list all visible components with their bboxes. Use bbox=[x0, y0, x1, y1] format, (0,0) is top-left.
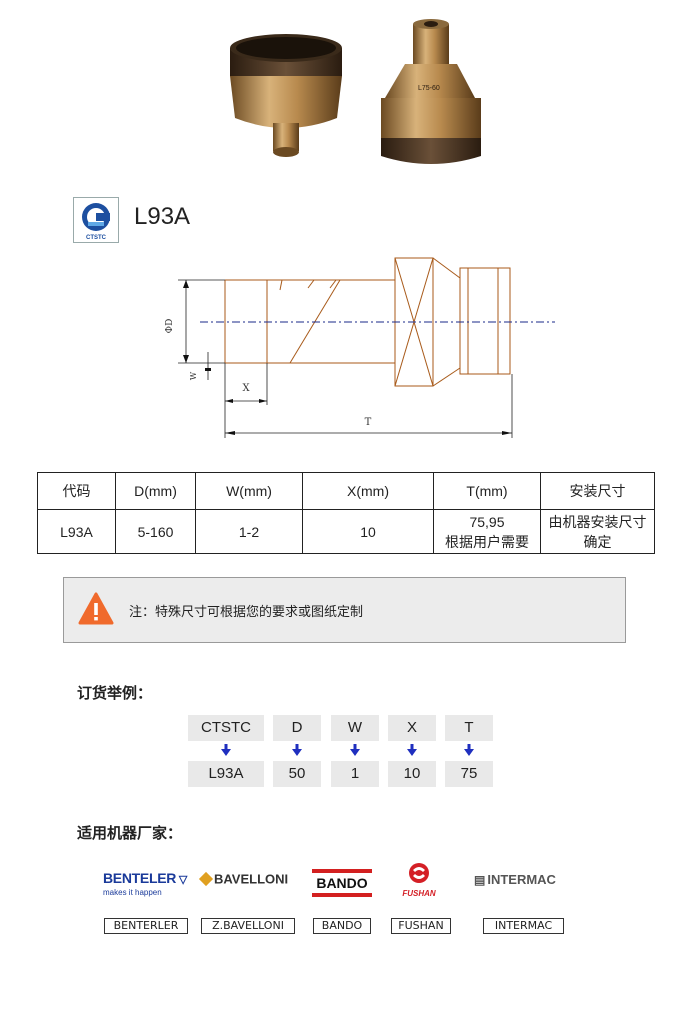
spec-cell-t: 75,95 根据用户需要 bbox=[433, 509, 541, 554]
intermac-logo-text: INTERMAC bbox=[487, 872, 556, 887]
down-arrow-icon bbox=[350, 744, 360, 756]
technical-drawing: ΦD W X T bbox=[165, 257, 555, 438]
spec-cell-x: 10 bbox=[302, 509, 434, 554]
benteler-logo-text: BENTELER bbox=[103, 870, 177, 886]
brands-title: 适用机器厂家： bbox=[77, 824, 183, 842]
brand-label: BENTERLER bbox=[104, 918, 188, 934]
spec-header: W(mm) bbox=[195, 472, 303, 510]
dim-d-label: ΦD bbox=[165, 319, 175, 334]
photo-label: L75-60 bbox=[418, 85, 440, 92]
bavelloni-logo-text: BAVELLONI bbox=[214, 871, 289, 887]
order-header: X bbox=[388, 715, 436, 741]
spec-mount-line2: 确定 bbox=[583, 533, 612, 550]
order-header: T bbox=[445, 715, 493, 741]
order-header: D bbox=[273, 715, 321, 741]
core-bit-right: L75-60 bbox=[381, 19, 481, 164]
order-header: CTSTC bbox=[188, 715, 264, 741]
order-header: W bbox=[331, 715, 379, 741]
spec-header-row: 代码 D(mm) W(mm) X(mm) T(mm) 安装尺寸 bbox=[37, 472, 655, 510]
logo-text: CTSTC bbox=[86, 235, 107, 241]
note-box: 注：特殊尺寸可根据您的要求或图纸定制 bbox=[63, 577, 626, 643]
spec-t-line2: 根据用户需要 bbox=[445, 533, 529, 550]
model-title: L93A bbox=[134, 203, 191, 230]
benteler-logo: BENTELER ▽ makes it happen bbox=[103, 870, 193, 898]
spec-cell-mount: 由机器安装尺寸 确定 bbox=[540, 509, 655, 554]
intermac-logo: ▤INTERMAC bbox=[474, 872, 556, 887]
note-text: 注：特殊尺寸可根据您的要求或图纸定制 bbox=[129, 605, 364, 620]
spec-cell-code: L93A bbox=[37, 509, 116, 554]
ctstc-logo: CTSTC bbox=[73, 197, 119, 243]
brand-label: INTERMAC bbox=[483, 918, 564, 934]
spec-table: 代码 D(mm) W(mm) X(mm) T(mm) 安装尺寸 L93A 5-1… bbox=[37, 472, 655, 554]
spec-header: D(mm) bbox=[115, 472, 196, 510]
spec-mount-line1: 由机器安装尺寸 bbox=[548, 513, 647, 530]
warning-icon bbox=[78, 592, 114, 625]
order-value: 50 bbox=[273, 761, 321, 787]
spec-header: 安装尺寸 bbox=[540, 472, 655, 510]
down-arrow-icon bbox=[407, 744, 417, 756]
fushan-logo-text: FUSHAN bbox=[402, 889, 436, 898]
order-value: 1 bbox=[331, 761, 379, 787]
spec-row: L93A 5-160 1-2 10 75,95 根据用户需要 由机器安装尺寸 确… bbox=[37, 509, 655, 554]
fushan-emblem-icon bbox=[409, 863, 429, 883]
down-arrow-icon bbox=[464, 744, 474, 756]
dim-x-label: X bbox=[242, 383, 250, 394]
spec-header: T(mm) bbox=[433, 472, 541, 510]
spec-cell-w: 1-2 bbox=[195, 509, 303, 554]
order-example-title: 订货举例： bbox=[77, 684, 153, 702]
product-photo: L75-60 bbox=[230, 19, 481, 164]
order-value: L93A bbox=[188, 761, 264, 787]
spec-header: 代码 bbox=[37, 472, 116, 510]
spec-header: X(mm) bbox=[302, 472, 434, 510]
bavelloni-logo: BAVELLONI bbox=[198, 870, 299, 887]
down-arrow-icon bbox=[292, 744, 302, 756]
spec-t-line1: 75,95 bbox=[469, 513, 505, 530]
bando-logo: BANDO bbox=[312, 869, 372, 897]
core-bit-left bbox=[230, 34, 342, 157]
brand-label: FUSHAN bbox=[391, 918, 451, 934]
down-arrow-icon bbox=[221, 744, 231, 756]
order-value: 75 bbox=[445, 761, 493, 787]
brand-label: BANDO bbox=[313, 918, 371, 934]
dim-t-label: T bbox=[365, 417, 372, 428]
spec-cell-d: 5-160 bbox=[115, 509, 196, 554]
fushan-logo: FUSHAN bbox=[396, 862, 442, 899]
brand-label: Z.BAVELLONI bbox=[201, 918, 295, 934]
order-value: 10 bbox=[388, 761, 436, 787]
bando-logo-text: BANDO bbox=[316, 875, 368, 891]
benteler-tagline: makes it happen bbox=[103, 888, 162, 897]
dim-w-label: W bbox=[189, 371, 198, 380]
